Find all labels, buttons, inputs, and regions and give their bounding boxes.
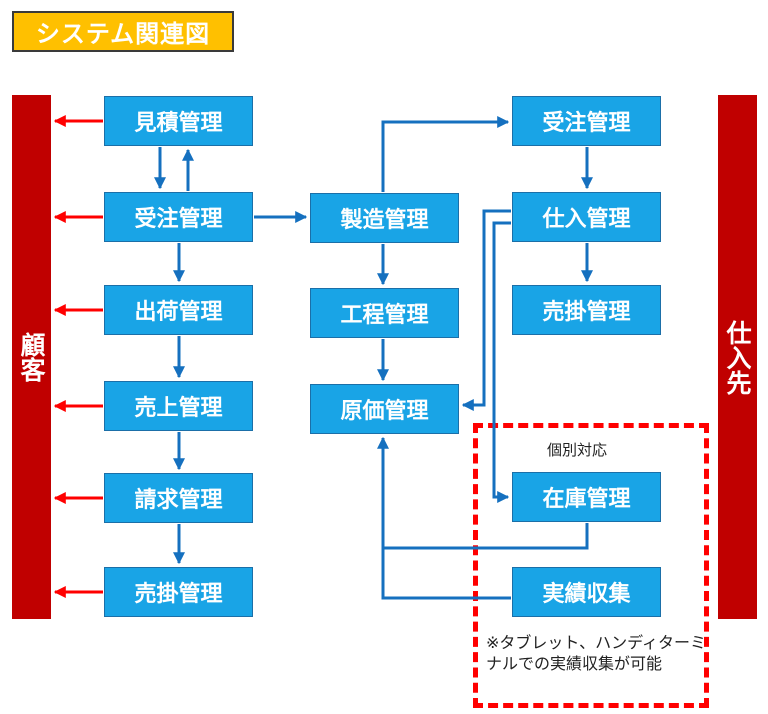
box-process: 工程管理 bbox=[310, 288, 459, 338]
supplier-bar: 仕入先 bbox=[718, 95, 757, 619]
optional-group-note: ※タブレット、ハンディターミナルでの実績収集が可能 bbox=[486, 633, 706, 673]
box-billing: 請求管理 bbox=[104, 473, 253, 523]
box-receivables: 売掛管理 bbox=[104, 567, 253, 617]
optional-group-frame bbox=[473, 423, 709, 708]
box-sales: 売上管理 bbox=[104, 381, 253, 431]
customer-bar: 顧客 bbox=[12, 95, 51, 619]
box-performance-collection: 実績収集 bbox=[512, 567, 661, 617]
optional-group-label: 個別対応 bbox=[547, 441, 608, 459]
arrow-inventory-to-cost bbox=[377, 436, 589, 550]
box-purchasing: 仕入管理 bbox=[512, 192, 661, 242]
box-inventory: 在庫管理 bbox=[512, 472, 661, 522]
arrow-purchasing-to-inventory bbox=[492, 221, 511, 503]
box-quotation: 見積管理 bbox=[104, 96, 253, 146]
line-performance-to-cost bbox=[381, 548, 511, 600]
arrow-manufacturing-to-order-placement bbox=[381, 116, 510, 192]
arrow-purchasing-to-cost bbox=[461, 209, 511, 411]
diagram-title: システム関連図 bbox=[12, 11, 234, 52]
box-payables: 売掛管理 bbox=[512, 285, 661, 335]
box-manufacturing: 製造管理 bbox=[310, 193, 459, 243]
box-order-receipt: 受注管理 bbox=[104, 192, 253, 242]
box-shipping: 出荷管理 bbox=[104, 285, 253, 335]
box-order-placement: 受注管理 bbox=[512, 96, 661, 146]
box-cost: 原価管理 bbox=[310, 384, 459, 434]
